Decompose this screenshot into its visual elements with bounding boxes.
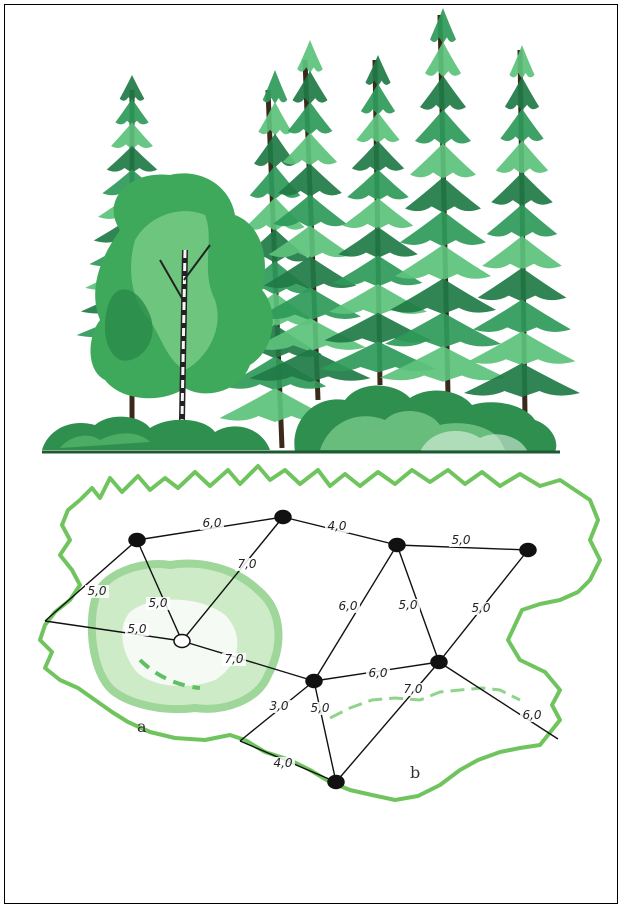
spruce-branch-tier <box>292 71 327 104</box>
spruce-branch-tier <box>356 112 399 143</box>
spruce-branch-tier <box>415 109 471 145</box>
spruce-branch-tier <box>111 122 153 149</box>
spruce-branch-tier <box>297 40 323 73</box>
spruce-branch-tier <box>487 204 558 238</box>
distance-label: 5,0 <box>87 584 106 598</box>
distance-label: 5,0 <box>310 701 329 715</box>
distance-label: 6,0 <box>368 666 387 680</box>
survey-point <box>275 511 291 524</box>
spruce-branch-tier <box>258 102 291 136</box>
spruce-branch-tier <box>400 211 486 247</box>
spruce-branch-tier <box>420 76 466 112</box>
survey-point-open <box>174 635 190 648</box>
distance-label: 5,0 <box>398 598 417 612</box>
spruce-branch-tier <box>278 164 342 197</box>
distance-label: 7,0 <box>224 652 243 666</box>
distance-label: 4,0 <box>273 756 292 770</box>
spruce-branch-tier <box>115 99 148 126</box>
distance-label: 3,0 <box>269 699 288 713</box>
spruce-branch-tier <box>482 236 562 270</box>
spruce-branch-tier <box>263 70 288 104</box>
survey-point <box>306 675 322 688</box>
distance-label: 5,0 <box>451 533 470 547</box>
spruce-branch-tier <box>283 133 337 166</box>
distance-label: 5,0 <box>127 622 146 636</box>
spruce-branch-tier <box>405 177 481 213</box>
spruce-branch-tier <box>430 8 456 44</box>
distance-label: 5,0 <box>471 601 490 615</box>
spruce-branch-tier <box>509 45 534 79</box>
survey-point <box>389 539 405 552</box>
survey-point <box>520 544 536 557</box>
spruce-branch-tier <box>347 170 408 201</box>
distance-label: 6,0 <box>202 516 221 530</box>
distance-label: 4,0 <box>327 519 346 533</box>
spruce-branch-tier <box>505 77 539 111</box>
spruce-branch-tier <box>365 55 390 86</box>
spruce-branch-tier <box>343 198 414 229</box>
spruce-branch-tier <box>425 42 461 78</box>
zone-label-a: a <box>137 717 147 736</box>
distance-label: 7,0 <box>403 682 422 696</box>
distance-label: 5,0 <box>148 596 167 610</box>
survey-edge <box>439 662 558 739</box>
spruce-branch-tier <box>473 300 571 334</box>
spruce-branch-tier <box>361 84 395 115</box>
survey-point <box>129 534 145 547</box>
survey-edge <box>314 681 336 782</box>
distance-label: 6,0 <box>338 599 357 613</box>
zone-label-b: b <box>410 763 420 782</box>
distance-label: 6,0 <box>522 708 541 722</box>
spruce-branch-tier <box>107 146 158 173</box>
spruce-branch-tier <box>500 109 543 143</box>
distance-label: 7,0 <box>237 557 256 571</box>
spruce-branch-tier <box>491 172 552 206</box>
spruce-branch-tier <box>288 102 333 135</box>
spruce-branch-tier <box>478 268 567 302</box>
spruce-branch-tier <box>352 141 404 172</box>
survey-point <box>328 776 344 789</box>
spruce-branch-tier <box>410 143 476 179</box>
spruce-branch-tier <box>496 140 548 174</box>
spruce-branch-tier <box>120 75 145 102</box>
survey-point <box>431 656 447 669</box>
